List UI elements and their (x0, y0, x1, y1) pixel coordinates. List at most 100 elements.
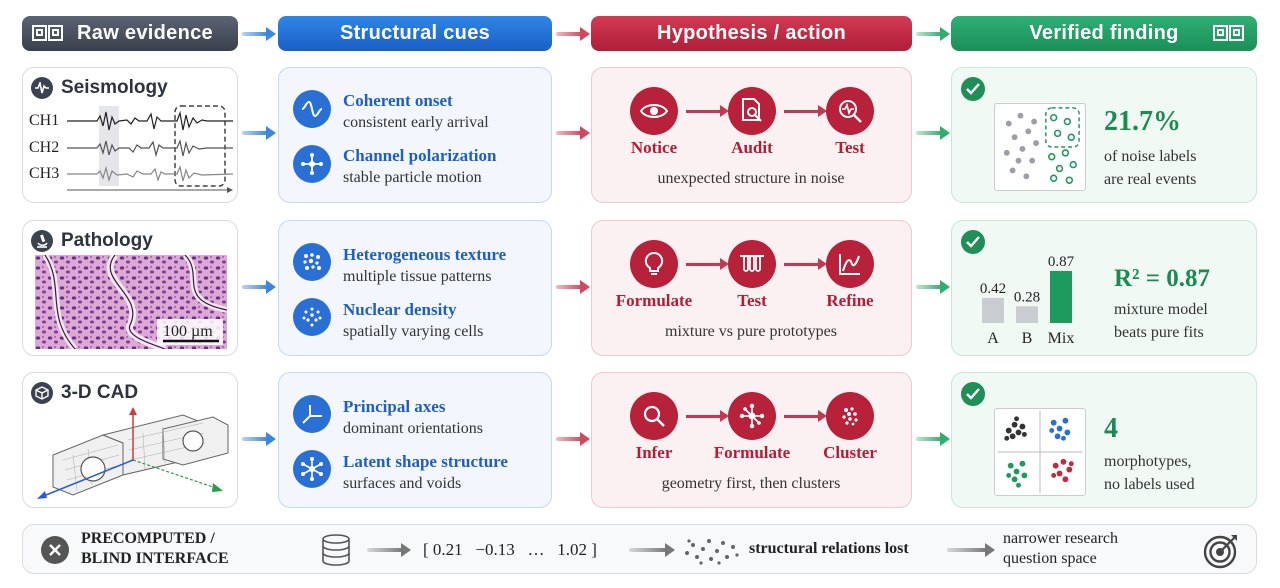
step-arrow (686, 105, 729, 117)
bottom-arrow (629, 543, 675, 557)
finding-value: 4 (1104, 413, 1118, 444)
search-icon (630, 392, 678, 440)
hyp-card-pathology: Formulate Test Refine mixture vs pure pr… (591, 220, 912, 356)
finding-line: morphotypes, (1104, 453, 1192, 470)
check-icon (961, 230, 985, 254)
step-label: Test (835, 138, 865, 157)
header-raw-evidence: Raw evidence (22, 16, 238, 51)
grid-logo-icon (32, 25, 63, 41)
bottom-title-line1: PRECOMPUTED / (81, 530, 215, 547)
cue-title: Coherent onset (343, 91, 453, 110)
waveform-icon (31, 77, 53, 99)
header-arrow-2 (556, 27, 590, 41)
channel-label: CH3 (29, 165, 60, 182)
finding-line: no labels used (1104, 476, 1195, 493)
result-line2: question space (1003, 550, 1097, 567)
histology-image (35, 255, 227, 349)
cues-card-cad: Principal axes dominant orientations Lat… (278, 372, 552, 508)
target-icon (1203, 535, 1237, 569)
header-verified: Verified finding (951, 16, 1257, 51)
microscope-icon (31, 230, 53, 252)
step-arrow (784, 258, 827, 270)
raw-title-text: 3-D CAD (61, 382, 139, 403)
hyp-subtitle: unexpected structure in noise (657, 170, 845, 187)
cue-subtitle: stable particle motion (343, 169, 482, 186)
cluster-scatter-thumbnail (994, 408, 1086, 496)
eye-icon (630, 87, 678, 135)
step-label: Test (737, 291, 767, 310)
bar-category-label: Mix (1048, 330, 1075, 347)
bottom-arrow (367, 543, 411, 557)
step-arrow (686, 410, 729, 422)
bottom-title-line2: BLIND INTERFACE (81, 550, 229, 567)
raw-title-text: Pathology (61, 230, 153, 251)
raw-title-pathology: Pathology (31, 230, 153, 252)
step-label: Audit (731, 138, 773, 157)
scale-bar-label: 100 µm (163, 323, 213, 340)
finding-value: 21.7% (1104, 106, 1181, 137)
row-arrow (242, 432, 276, 446)
row-arrow (556, 280, 590, 294)
header-hypothesis: Hypothesis / action (591, 16, 912, 51)
cue-title: Channel polarization (343, 146, 497, 165)
bar-b (1016, 306, 1038, 323)
bar-category-label: B (1022, 330, 1033, 347)
lightbulb-icon (630, 240, 678, 288)
step-label: Cluster (823, 443, 877, 462)
step-label: Refine (826, 291, 874, 310)
row-arrow (916, 126, 950, 140)
header-structural-cues: Structural cues (278, 16, 552, 51)
texture-icon (293, 243, 331, 281)
ver-card-seismology: 21.7% of noise labels are real events (951, 67, 1257, 203)
database-icon (322, 534, 350, 566)
header-cues-label: Structural cues (339, 22, 491, 44)
dots-icon (293, 298, 331, 336)
finding-line: of noise labels (1104, 148, 1197, 165)
cue-subtitle: consistent early arrival (343, 114, 489, 131)
raw-card-cad: 3-D CAD (22, 372, 238, 508)
relations-lost-label: structural relations lost (749, 540, 909, 557)
hyp-card-seismology: Notice Audit Test unexpected structure i… (591, 67, 912, 203)
grid-logo-icon (1213, 25, 1244, 41)
curve-chart-icon (826, 240, 874, 288)
result-line1: narrower research (1003, 530, 1119, 547)
header-hyp-label: Hypothesis / action (656, 22, 847, 44)
raw-title-cad: 3-D CAD (31, 382, 138, 404)
row-arrow (916, 280, 950, 294)
hyp-subtitle: geometry first, then clusters (661, 475, 841, 492)
row-arrow (242, 280, 276, 294)
seismogram-plot (67, 105, 233, 193)
bar-value-label: 0.42 (980, 281, 1006, 297)
cue-subtitle: multiple tissue patterns (343, 268, 492, 285)
bar-value-label: 0.28 (1014, 289, 1040, 305)
raw-title-text: Seismology (61, 77, 168, 98)
channel-label: CH1 (29, 112, 60, 129)
raw-card-seismology: Seismology CH1 CH2 CH3 (22, 67, 238, 203)
bar-mix (1050, 271, 1072, 323)
finding-line: are real events (1104, 171, 1197, 188)
finding-value: R² = 0.87 (1114, 265, 1211, 292)
test-tubes-icon (728, 240, 776, 288)
cue-title: Latent shape structure (343, 452, 508, 471)
magnifier-pulse-icon (826, 87, 874, 135)
bar-a (982, 297, 1004, 323)
step-arrow (784, 105, 827, 117)
raw-card-pathology: Pathology 100 µm (22, 220, 238, 356)
bar-value-label: 0.87 (1048, 254, 1075, 270)
row-arrow (556, 126, 590, 140)
channel-label: CH2 (29, 139, 60, 156)
network-icon (293, 450, 331, 488)
step-label: Formulate (713, 443, 791, 462)
step-label: Formulate (615, 291, 693, 310)
cue-subtitle: surfaces and voids (343, 475, 462, 492)
bar-category-label: A (987, 330, 999, 347)
cluster-icon (826, 392, 874, 440)
cues-card-seismology: Coherent onset consistent early arrival … (278, 67, 552, 203)
crosshair-icon (293, 145, 331, 183)
embedding-vector: [ 0.21 −0.13 … 1.02 ] (423, 540, 597, 559)
step-label: Infer (635, 443, 673, 462)
header-ver-label: Verified finding (1029, 22, 1179, 44)
close-icon (41, 536, 69, 564)
